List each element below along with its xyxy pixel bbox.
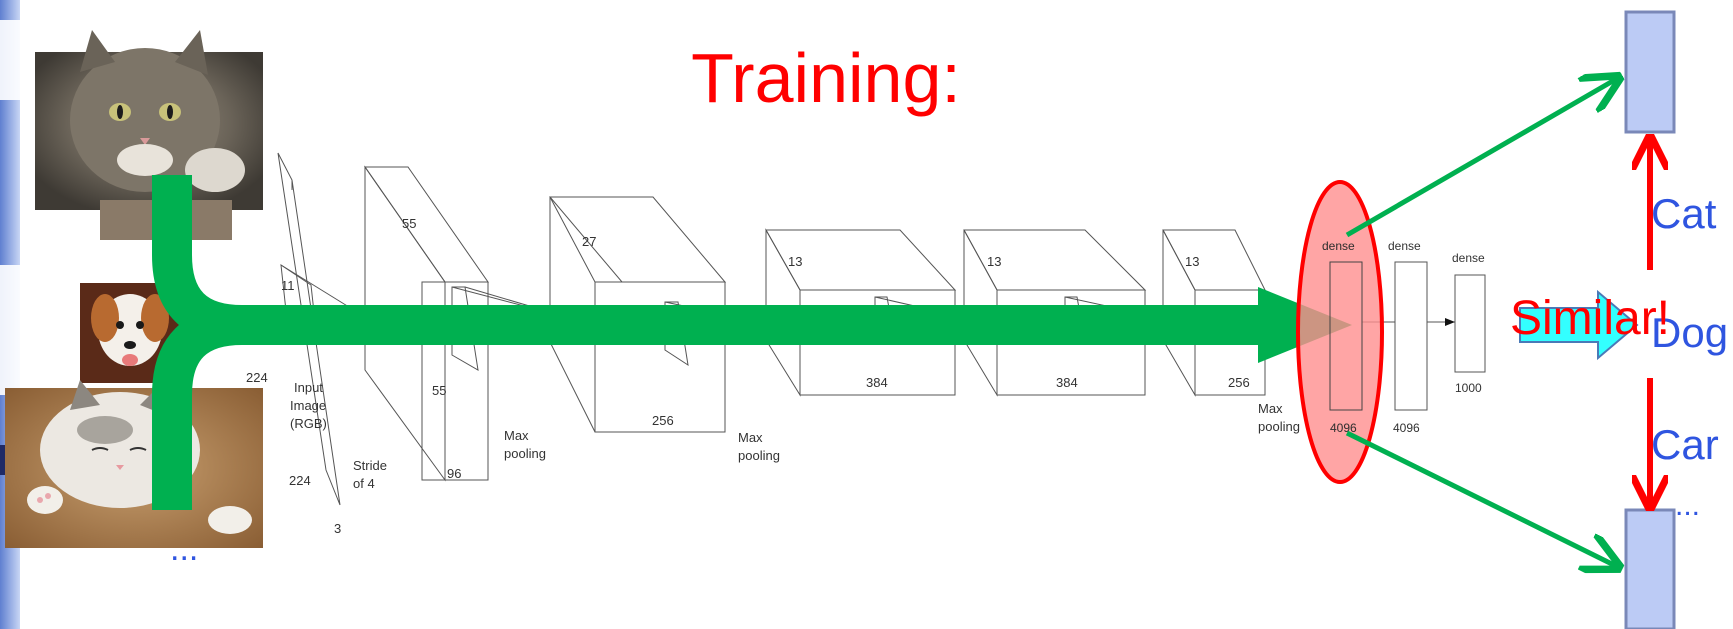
arrow-to-embedding-bottom: [1345, 430, 1618, 567]
svg-text:3: 3: [334, 521, 341, 536]
svg-text:dense: dense: [1322, 239, 1355, 253]
svg-text:13: 13: [1185, 254, 1199, 269]
svg-text:Max: Max: [504, 428, 529, 443]
svg-text:384: 384: [1056, 375, 1078, 390]
svg-text:4096: 4096: [1393, 421, 1420, 435]
svg-text:13: 13: [788, 254, 802, 269]
feature-layer-highlight: [1296, 180, 1384, 484]
embedding-vector-top: [1624, 10, 1676, 134]
svg-text:dense: dense: [1452, 251, 1485, 265]
svg-text:4096: 4096: [1330, 421, 1357, 435]
similar-label: Similar!: [1510, 292, 1670, 345]
cyan-classifier-arrow: [1519, 289, 1639, 361]
svg-text:Stride: Stride: [353, 458, 387, 473]
svg-text:27: 27: [582, 234, 596, 249]
svg-text:55: 55: [402, 216, 416, 231]
svg-text:pooling: pooling: [504, 446, 546, 461]
slide-title: Training:: [691, 39, 961, 117]
svg-text:Image: Image: [290, 398, 326, 413]
kitten-photo: [5, 380, 263, 548]
svg-text:(RGB): (RGB): [290, 416, 327, 431]
svg-text:224: 224: [289, 473, 311, 488]
svg-text:pooling: pooling: [1258, 419, 1300, 434]
class-label-car: Car: [1651, 421, 1719, 468]
svg-text:Input: Input: [294, 380, 323, 395]
arrow-to-embedding-top: [1345, 78, 1618, 238]
svg-text:13: 13: [987, 254, 1001, 269]
class-label-more: ...: [1675, 489, 1700, 522]
input-more-ellipsis: ...: [170, 530, 198, 568]
svg-text:pooling: pooling: [738, 448, 780, 463]
dense-layer-3: [1454, 274, 1486, 373]
svg-text:96: 96: [447, 466, 461, 481]
embedding-vector-bottom: [1624, 508, 1676, 629]
svg-text:256: 256: [1228, 375, 1250, 390]
svg-text:224: 224: [246, 370, 268, 385]
svg-text:Max: Max: [1258, 401, 1283, 416]
svg-text:of 4: of 4: [353, 476, 375, 491]
svg-text:256: 256: [652, 413, 674, 428]
cat-photo-1: [35, 30, 263, 240]
svg-text:dense: dense: [1388, 239, 1421, 253]
svg-text:1000: 1000: [1455, 381, 1482, 395]
svg-text:Max: Max: [738, 430, 763, 445]
class-label-dog: Dog: [1651, 309, 1728, 356]
class-label-cat: Cat: [1651, 190, 1717, 237]
svg-text:384: 384: [866, 375, 888, 390]
dense-layer-2: [1394, 261, 1428, 411]
svg-text:55: 55: [432, 383, 446, 398]
svg-text:11: 11: [281, 278, 295, 293]
